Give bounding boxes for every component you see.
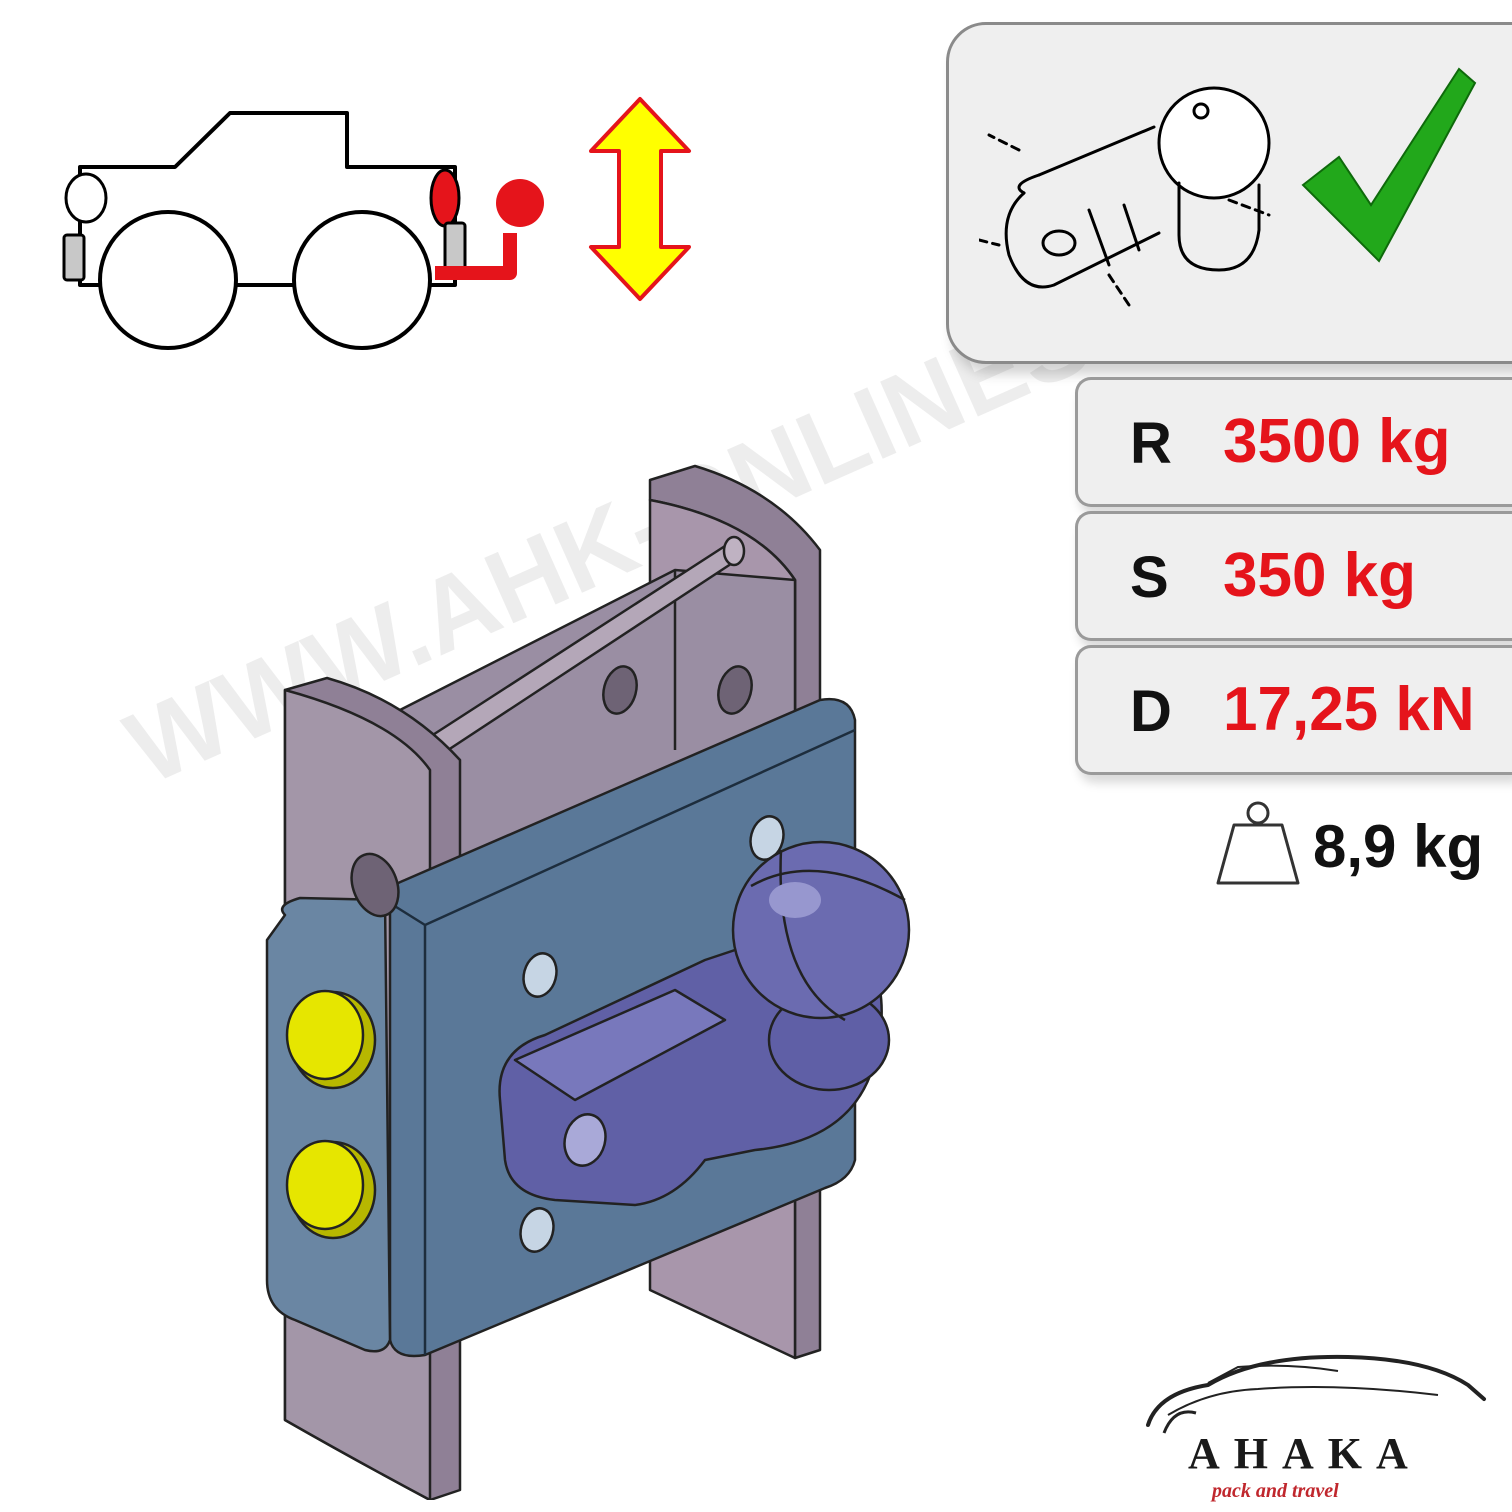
- brand-name: AHAKA: [1188, 1429, 1422, 1478]
- bolt-lower: [285, 1139, 377, 1240]
- tow-ball-drawing-icon: [979, 86, 1271, 307]
- tow-hitch-assembly-illustration: [265, 464, 911, 1500]
- spec-row-s: S 350 kg: [1075, 511, 1512, 641]
- check-icon: [1301, 67, 1477, 263]
- spec-letter: D: [1130, 679, 1172, 744]
- spec-value: 350 kg: [1223, 541, 1417, 610]
- vertical-adjust-arrow-icon: [589, 97, 691, 301]
- spec-letter: R: [1130, 411, 1172, 476]
- spec-value: 17,25 kN: [1223, 675, 1475, 744]
- car-outline-icon: [62, 111, 544, 350]
- brand-car-logo-icon: [1146, 1354, 1486, 1434]
- weight-value: 8,9 kg: [1313, 813, 1484, 880]
- spec-letter: S: [1130, 545, 1169, 610]
- weight-icon: [1216, 801, 1300, 885]
- brand-tagline: pack and travel: [1212, 1480, 1339, 1502]
- spec-value: 3500 kg: [1223, 407, 1451, 476]
- spec-row-r: R 3500 kg: [1075, 377, 1512, 507]
- bolt-upper: [285, 989, 377, 1090]
- tow-hitch-icon: [435, 179, 544, 280]
- spec-row-d: D 17,25 kN: [1075, 645, 1512, 775]
- hitch-type-panel: [946, 22, 1512, 364]
